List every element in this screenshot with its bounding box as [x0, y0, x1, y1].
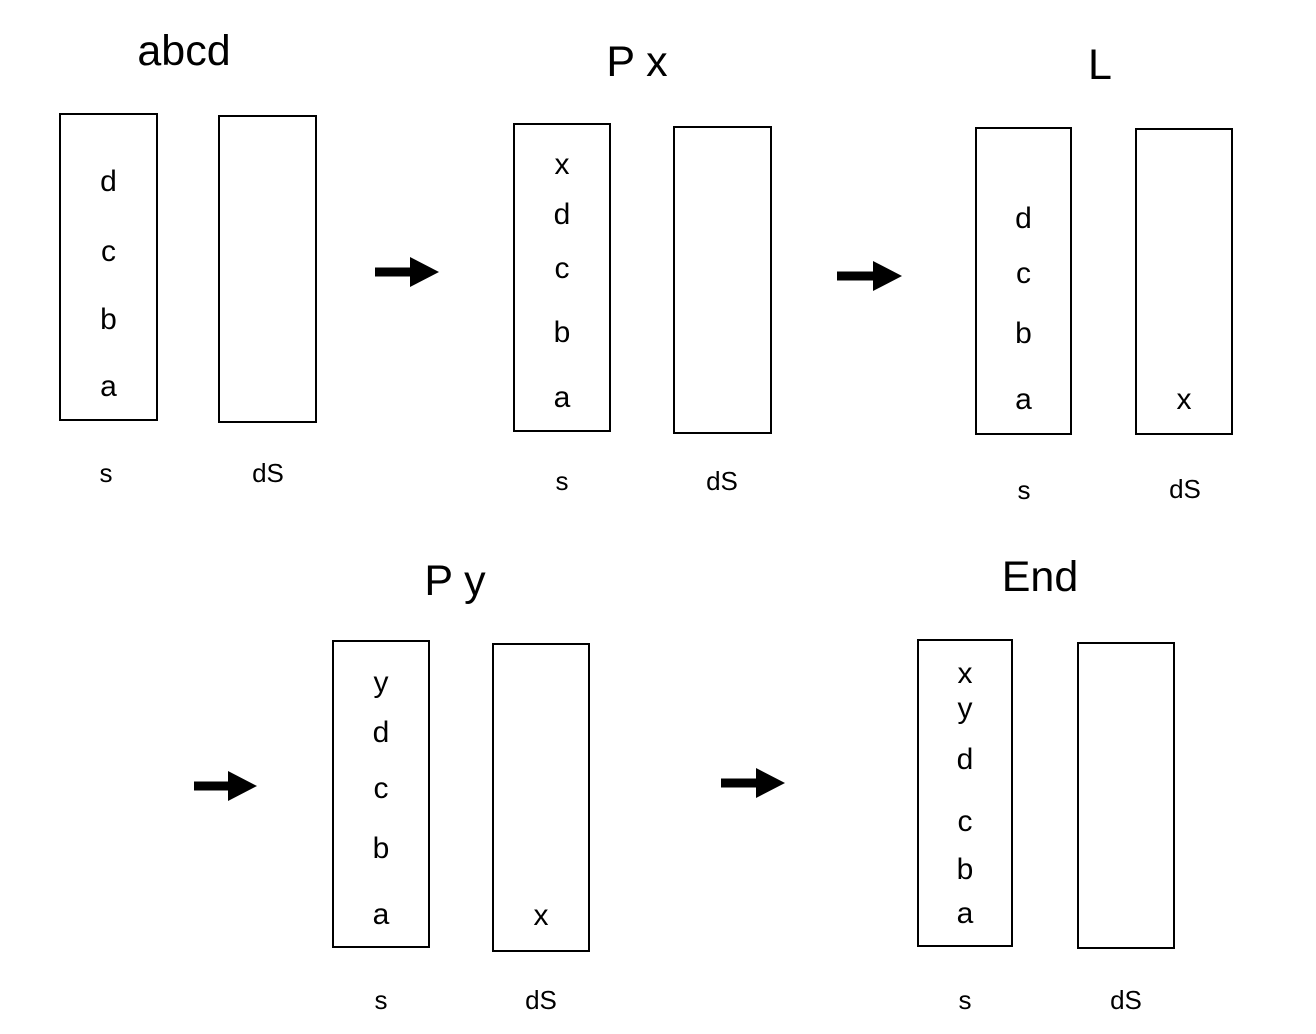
arrow-head [410, 257, 439, 287]
stack-s-box: d c b a [975, 127, 1072, 435]
panel-title-l: L [1088, 41, 1112, 89]
stack-item: x [1176, 383, 1192, 416]
right-arrow-icon [837, 261, 902, 291]
stack-ds-label: dS [1169, 474, 1201, 504]
stack-ds-label: dS [706, 466, 738, 496]
stack-item: b [372, 832, 390, 865]
stack-item: c [1016, 257, 1031, 290]
arrow-shaft [721, 778, 761, 788]
panel-title-end: End [1001, 553, 1079, 601]
stack-ds-label: dS [1110, 985, 1142, 1015]
stack-s-box: d c b a [59, 113, 158, 421]
stack-s-label: s [374, 985, 388, 1015]
stack-item: b [1015, 317, 1032, 350]
panel-title-push-x: P x [606, 38, 668, 86]
stack-item: d [553, 198, 571, 231]
right-arrow-icon [721, 768, 785, 798]
stack-ds-label: dS [252, 458, 284, 488]
arrow-head [873, 261, 902, 291]
stack-item: a [553, 381, 571, 414]
stack-item: x [554, 148, 570, 181]
arrow-shaft [194, 781, 233, 791]
stack-s-box: x d c b a [513, 123, 611, 432]
stack-ds-box: x [492, 643, 590, 952]
stack-item: x [957, 657, 973, 690]
stack-item: c [554, 252, 570, 285]
stack-item: c [101, 235, 116, 268]
stack-ds-label: dS [525, 985, 557, 1015]
stack-item: x [533, 899, 549, 932]
arrow-head [756, 768, 785, 798]
arrow-shaft [375, 267, 415, 277]
right-arrow-icon [375, 257, 439, 287]
stack-s-box: x y d c b a [917, 639, 1013, 947]
stack-ds-box: x [1135, 128, 1233, 435]
stack-item: b [956, 853, 974, 886]
arrow-head [228, 771, 257, 801]
stack-item: y [373, 666, 389, 699]
stack-item: a [100, 370, 117, 403]
stack-item: b [553, 316, 571, 349]
stack-item: d [100, 165, 117, 198]
stack-item: b [100, 303, 117, 336]
stack-ds-box [218, 115, 317, 423]
stack-s-label: s [99, 458, 113, 488]
stack-item: d [372, 716, 390, 749]
stack-s-box: y d c b a [332, 640, 430, 948]
arrow-shaft [837, 271, 878, 281]
panel-title-push-y: P y [424, 557, 486, 605]
stack-item: y [957, 692, 973, 725]
right-arrow-icon [194, 771, 257, 801]
stack-item: a [1015, 383, 1032, 416]
stack-s-label: s [1017, 475, 1031, 505]
stack-item: c [957, 805, 973, 838]
stack-s-label: s [958, 985, 972, 1015]
stack-item: a [372, 898, 390, 931]
panel-title-abcd: abcd [137, 27, 231, 75]
stack-item: a [956, 897, 974, 930]
stack-ds-box [673, 126, 772, 434]
stack-item: d [1015, 202, 1032, 235]
stack-item: c [373, 772, 389, 805]
stack-ds-box [1077, 642, 1175, 949]
stack-item: d [956, 743, 974, 776]
stack-s-label: s [555, 466, 569, 496]
